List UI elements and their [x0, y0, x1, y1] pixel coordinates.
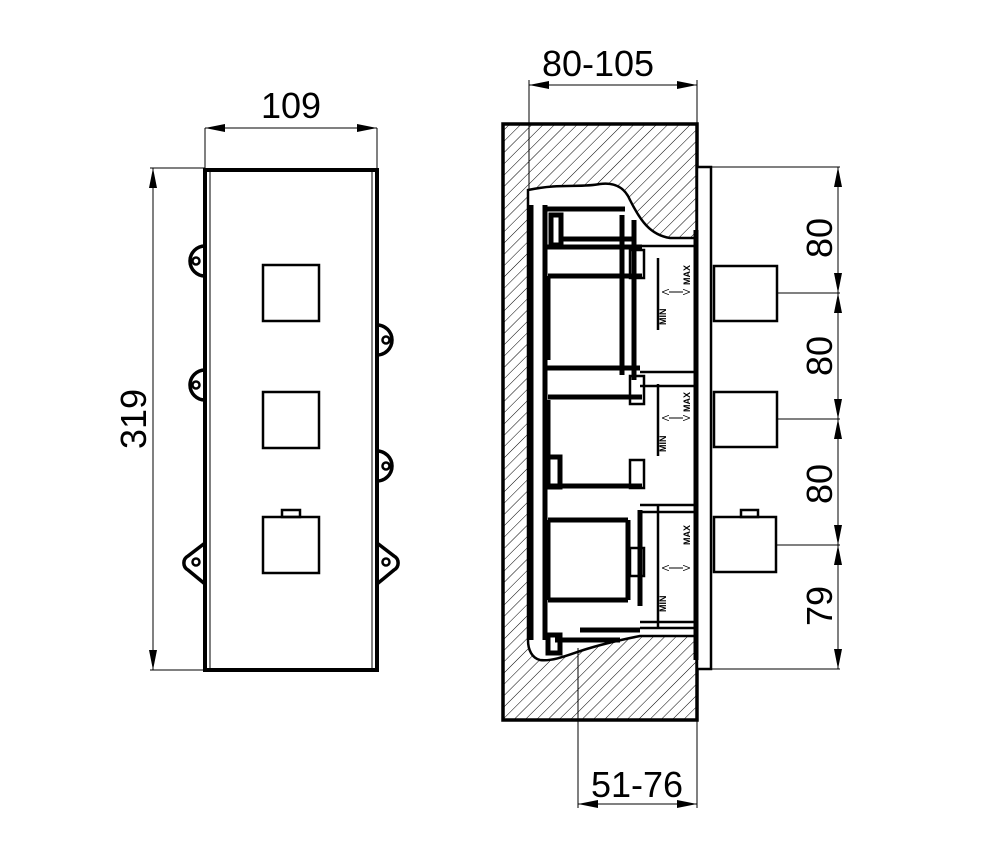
mounting-lug	[188, 368, 206, 402]
height-label: 319	[113, 389, 154, 449]
min-label: MIN	[658, 309, 668, 326]
mounting-lug	[376, 323, 394, 357]
spacing-dimension: 80 80 80 79	[711, 166, 842, 670]
max-label: MAX	[682, 392, 692, 412]
width-dimension: 109	[204, 85, 378, 168]
install-depth-dimension: 51-76	[577, 648, 698, 808]
front-view: 109 319	[113, 85, 400, 672]
range-marker-2: MIN MAX	[656, 384, 692, 456]
mounting-lug	[188, 244, 206, 278]
mounting-lug	[376, 449, 394, 483]
install-depth-label: 51-76	[591, 764, 683, 805]
min-label: MIN	[658, 596, 668, 613]
side-view: 80-105	[501, 43, 842, 808]
min-label: MIN	[658, 436, 668, 453]
knob-indicator	[280, 508, 302, 519]
knob-side-3	[712, 515, 778, 574]
spacing-label: 80	[799, 336, 840, 376]
spacing-label: 80	[799, 218, 840, 258]
range-marker-1: MIN MAX	[656, 258, 692, 330]
max-label: MAX	[682, 525, 692, 545]
width-label: 109	[261, 85, 321, 126]
knob-2	[261, 390, 321, 450]
spacing-label: 80	[799, 464, 840, 504]
mounting-lug	[375, 541, 400, 586]
knob-side-indicator	[739, 508, 760, 519]
cover-plate	[203, 168, 379, 672]
knob-side-1	[712, 264, 779, 323]
range-marker-3: MIN MAX	[656, 505, 692, 628]
max-label: MAX	[682, 265, 692, 285]
mounting-lug	[182, 541, 207, 586]
knob-side-2	[712, 390, 779, 449]
height-dimension: 319	[113, 167, 205, 671]
cover-plate-edge	[695, 165, 713, 671]
valve-body	[528, 205, 697, 656]
knob-1	[261, 263, 321, 323]
wall-depth-label: 80-105	[542, 43, 654, 84]
spacing-label: 79	[799, 586, 840, 626]
wall-cavity	[526, 182, 699, 662]
